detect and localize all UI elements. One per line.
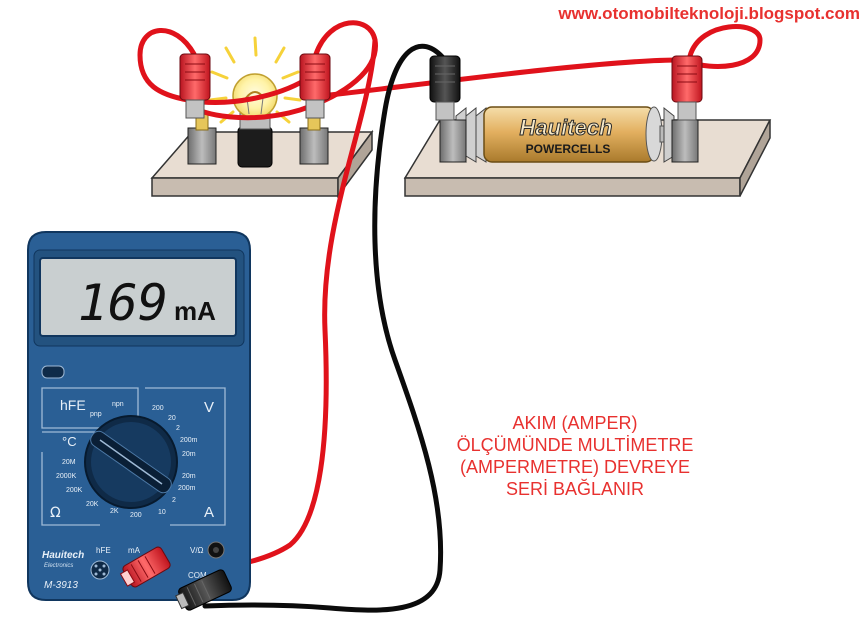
battery-label: POWERCELLS: [526, 142, 611, 156]
dial-ohm-label: Ω: [50, 505, 61, 521]
jack-ma-label: mA: [128, 546, 141, 555]
ohm-range-2000k: 2000K: [56, 473, 77, 480]
red-plug-bulb-left: [179, 53, 211, 119]
red-wire-top: [327, 57, 683, 98]
bulb-terminal-left: [187, 113, 217, 165]
dial-amp-label: A: [204, 504, 214, 521]
dial-hfe-label: hFE: [60, 397, 86, 413]
a-range-20m: 20m: [182, 473, 196, 480]
v-range-2: 2: [176, 425, 180, 432]
red-probe-plug[interactable]: [118, 546, 172, 591]
dial-volt-label: V: [204, 399, 214, 416]
battery: Hauitech POWERCELLS: [483, 106, 669, 163]
hold-switch[interactable]: [41, 365, 65, 379]
a-range-2: 2: [172, 497, 176, 504]
multimeter: 169 mA hFE npn pnp °C V Ω A 200 20 2 200…: [27, 231, 251, 614]
black-wire-to-meter: [202, 43, 448, 613]
a-range-200m: 200m: [178, 485, 196, 492]
ohm-range-20k: 20K: [86, 501, 99, 508]
red-plug-bulb-right: [299, 53, 331, 119]
rotary-selector-dial[interactable]: [84, 415, 178, 509]
caption-line-4: SERİ BAĞLANIR: [505, 479, 645, 499]
red-wire-left-loop: [137, 28, 308, 105]
lcd-value: 169: [78, 274, 168, 332]
red-wire-battery-loop: [687, 24, 763, 69]
black-probe-plug[interactable]: [174, 569, 233, 614]
caption-line-1: AKIM (AMPER): [512, 413, 638, 433]
jack-com-label: COM: [188, 571, 207, 580]
bulb-terminal-right: [299, 113, 329, 165]
caption: AKIM (AMPER) ÖLÇÜMÜNDE MULTİMETRE (AMPER…: [420, 412, 730, 500]
v-range-200: 200: [152, 405, 164, 412]
dial-celsius-label: °C: [62, 434, 77, 449]
ohm-range-20m: 20M: [62, 459, 76, 466]
lcd-screen: [39, 257, 237, 337]
ohm-range-2k: 2K: [110, 508, 119, 515]
light-bulb: [232, 73, 278, 168]
wires: [137, 20, 763, 613]
jack-vohm-label: V/Ω: [190, 546, 204, 555]
black-plug-battery-left: [429, 55, 461, 121]
v-range-20: 20: [168, 415, 176, 422]
red-wire-to-meter: [172, 37, 378, 578]
a-range-10: 10: [158, 509, 166, 516]
battery-brand: Hauitech: [520, 115, 613, 140]
battery-terminal-left: [439, 119, 467, 163]
v-range-200m: 200m: [180, 437, 198, 444]
caption-line-3: (AMPERMETRE) DEVREYE: [459, 457, 691, 477]
dial-npn-label: npn: [112, 401, 124, 408]
meter-model: M-3913: [44, 580, 78, 591]
v-range-20m: 20m: [182, 451, 196, 458]
red-plug-battery-right: [671, 55, 703, 121]
dial-pnp-label: pnp: [90, 411, 102, 418]
ohm-range-200k: 200K: [66, 487, 83, 494]
meter-brand: Hauitech: [42, 550, 84, 561]
battery-terminal-right: [671, 119, 699, 163]
jack-hfe-label: hFE: [96, 546, 111, 555]
blog-url[interactable]: www.otomobilteknoloji.blogspot.com: [558, 4, 860, 23]
ohm-range-200: 200: [130, 512, 142, 519]
lcd-unit: mA: [174, 296, 216, 326]
meter-brand-sub: Electronics: [44, 563, 73, 569]
caption-line-2: ÖLÇÜMÜNDE MULTİMETRE: [456, 435, 694, 455]
red-wire-bulb-right: [187, 20, 378, 121]
hfe-socket[interactable]: [90, 560, 110, 580]
